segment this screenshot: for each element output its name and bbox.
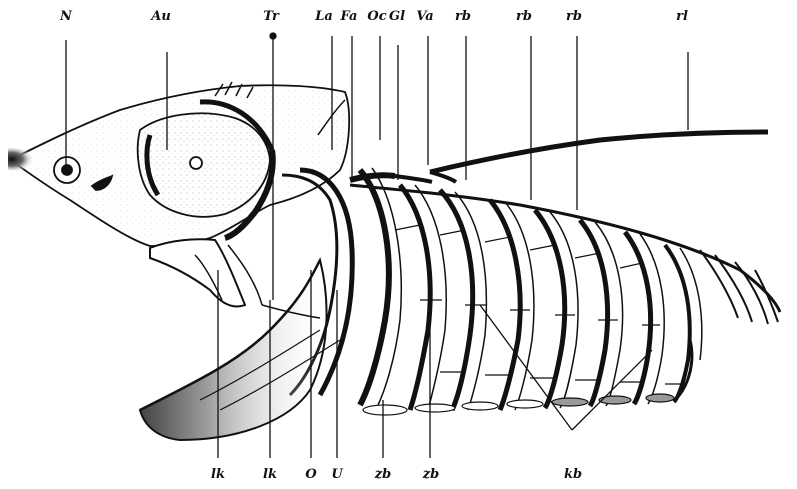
label-lk-1: lk <box>211 468 225 481</box>
label-Gl: Gl <box>389 10 405 23</box>
label-Fa: Fa <box>341 10 358 23</box>
arch-7 <box>625 232 651 404</box>
arch-2 <box>400 185 430 410</box>
arch-4 <box>490 200 520 410</box>
label-rb-3: rb <box>566 10 582 23</box>
label-Oc: Oc <box>367 10 386 23</box>
arch-1 <box>360 170 389 405</box>
arch-6 <box>580 220 608 406</box>
label-La: La <box>315 10 333 23</box>
label-Tr: Tr <box>263 10 279 23</box>
label-rb-1: rb <box>455 10 471 23</box>
fenestra <box>190 157 202 169</box>
label-rl: rl <box>676 10 688 23</box>
label-O: O <box>305 468 316 481</box>
arch-3 <box>440 190 473 410</box>
label-Au: Au <box>151 10 171 23</box>
branchial-arches <box>360 168 702 415</box>
label-lk-2: lk <box>263 468 277 481</box>
rostral-rod <box>430 132 768 172</box>
label-N: N <box>60 10 72 23</box>
label-kb: kb <box>564 468 582 481</box>
label-zb-1: zb <box>375 468 391 481</box>
arch-8 <box>665 245 690 402</box>
label-zb-2: zb <box>423 468 439 481</box>
label-Va: Va <box>416 10 433 23</box>
label-rb-2: rb <box>516 10 532 23</box>
label-U: U <box>331 468 342 481</box>
cranium <box>8 82 349 246</box>
